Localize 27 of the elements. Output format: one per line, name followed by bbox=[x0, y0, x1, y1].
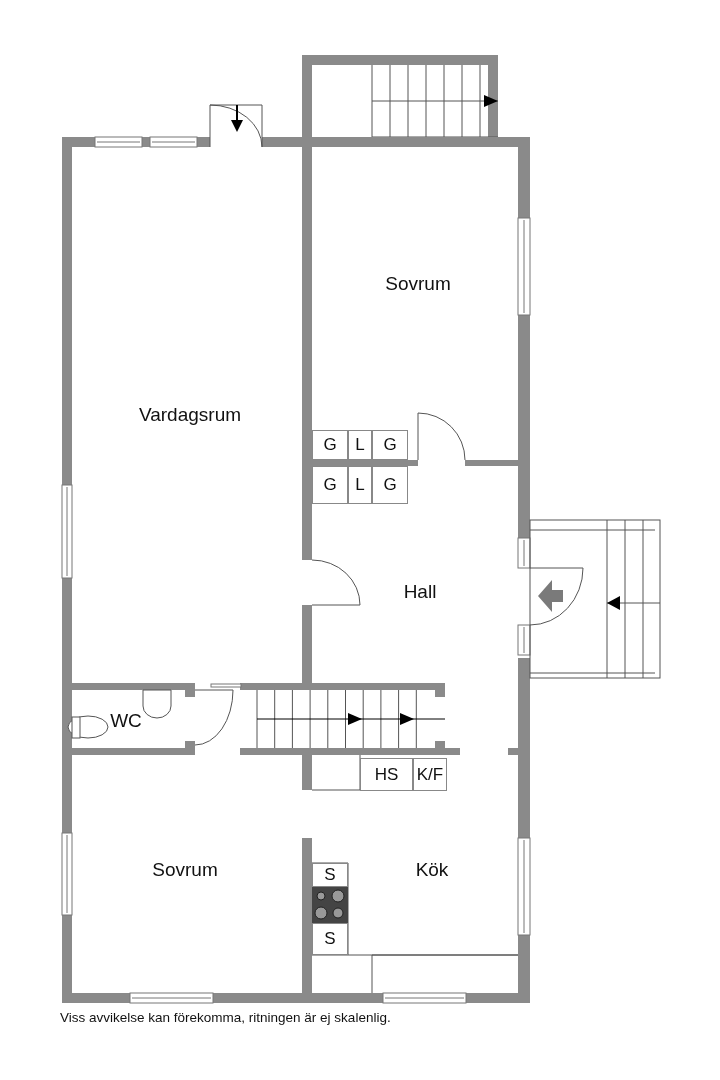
cabinet-label: L bbox=[355, 475, 365, 495]
room-label: Vardagsrum bbox=[138, 404, 242, 426]
cabinet-box bbox=[312, 430, 348, 460]
cabinet-box bbox=[312, 466, 348, 504]
cabinet-box bbox=[413, 758, 447, 791]
room-label: Kök bbox=[415, 859, 449, 881]
cabinet-label: G bbox=[383, 435, 397, 455]
cabinet-label: S bbox=[324, 865, 336, 885]
cabinet-box bbox=[360, 758, 413, 791]
cabinet-box bbox=[372, 466, 408, 504]
room-label: WC bbox=[110, 710, 142, 732]
cabinet-label: HS bbox=[374, 764, 399, 785]
room-label: Hall bbox=[403, 581, 437, 603]
cabinet-label: K/F bbox=[416, 764, 444, 785]
cabinet-label: G bbox=[323, 475, 337, 495]
cabinet-box bbox=[312, 923, 348, 955]
room-label: Sovrum bbox=[152, 859, 218, 881]
cabinet-label: S bbox=[324, 929, 336, 949]
room-label: Sovrum bbox=[385, 273, 451, 295]
cabinet-label: G bbox=[323, 435, 337, 455]
cabinet-label: G bbox=[383, 475, 397, 495]
cabinet-box bbox=[312, 863, 348, 887]
cabinet-box bbox=[348, 430, 372, 460]
cabinet-label: L bbox=[355, 435, 365, 455]
cabinet-box bbox=[372, 430, 408, 460]
disclaimer-note: Viss avvikelse kan förekomma, ritningen är ej skalenlig. bbox=[60, 1010, 391, 1025]
cabinet-box bbox=[348, 466, 372, 504]
